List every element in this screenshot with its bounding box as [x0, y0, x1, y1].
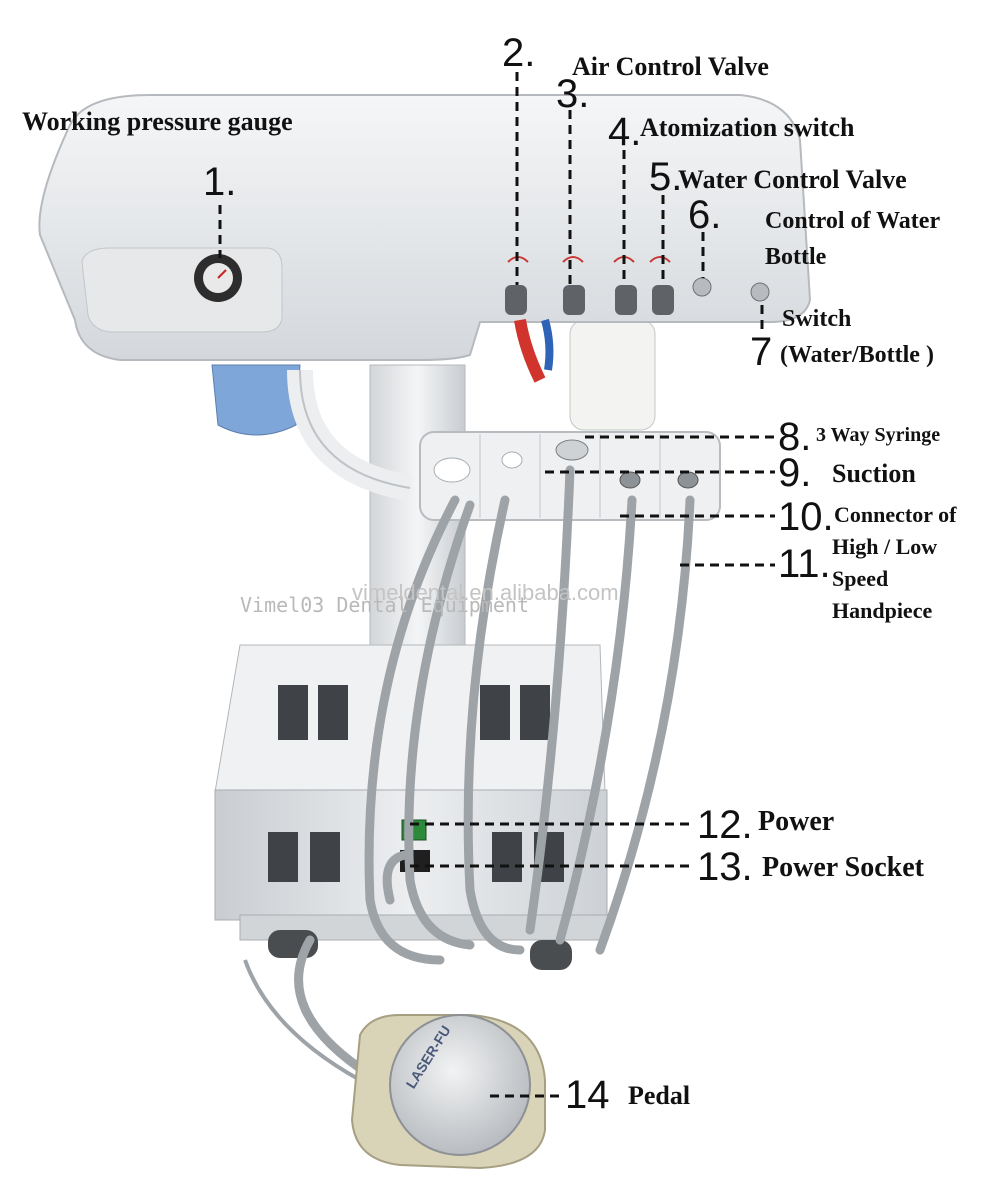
equipment: LASER-FU [38, 94, 812, 1170]
callout-13: 13. Power Socket [697, 845, 925, 889]
callout-11-label-line2: Speed [832, 566, 888, 591]
callout-1-label: Working pressure gauge [22, 107, 293, 136]
callout-7-label-line1: Switch [782, 306, 851, 332]
control-panel [505, 256, 770, 315]
callout-4: 4. Atomization switch [608, 110, 855, 154]
callout-8: 8. 3 Way Syringe [778, 415, 940, 459]
callout-3: 3. [556, 72, 589, 116]
callout-12-label: Power [758, 806, 834, 837]
callout-11-label-line1: High / Low [832, 534, 937, 559]
pedal-cable [243, 959, 361, 1082]
callout-2-label: Air Control Valve [572, 52, 769, 81]
callout-6-number: 6. [688, 193, 721, 237]
callout-9-label: Suction [832, 459, 916, 488]
callout-1-number: 1. [203, 160, 236, 204]
callout-1: Working pressure gauge 1. [22, 107, 293, 204]
hoses [294, 465, 695, 1080]
callout-12: 12. Power [697, 803, 834, 847]
callout-7-label-line2: (Water/Bottle ) [780, 342, 934, 368]
callout-10-label: Connector of [834, 502, 957, 527]
callout-12-number: 12. [697, 803, 753, 847]
callout-2: 2. Air Control Valve [502, 31, 769, 81]
blue-waste-bottle [211, 364, 301, 436]
clear-water-bottle [569, 319, 656, 431]
callout-7-number: 7 [750, 330, 772, 374]
blue-tube [541, 318, 554, 371]
callout-6: 6. Control of Water Bottle [688, 193, 940, 270]
callout-3-number: 3. [556, 72, 589, 116]
tray-recess [81, 247, 283, 333]
callout-9: 9. Suction [778, 451, 916, 495]
callout-leaders [218, 72, 775, 1098]
callout-4-label: Atomization switch [640, 113, 855, 142]
foot-pedal: LASER-FU [350, 1014, 546, 1170]
callout-14-number: 14 [565, 1073, 610, 1117]
callout-11: High / Low 11. Speed Handpiece [778, 534, 937, 623]
red-tube [514, 318, 546, 383]
callout-13-label: Power Socket [762, 852, 925, 883]
callout-4-number: 4. [608, 110, 641, 154]
callout-10: 10. Connector of [778, 495, 957, 539]
watermark-main: Vimel03 Dental Equipment [240, 593, 529, 617]
callout-11-label-line3: Handpiece [832, 598, 932, 623]
callout-9-number: 9. [778, 451, 811, 495]
callout-13-number: 13. [697, 845, 753, 889]
callout-10-number: 10. [778, 495, 834, 539]
callout-8-number: 8. [778, 415, 811, 459]
callout-2-number: 2. [502, 31, 535, 75]
callout-5-label: Water Control Valve [678, 165, 907, 194]
callout-14-label: Pedal [628, 1081, 690, 1110]
callout-11-number: 11. [778, 542, 831, 586]
callout-5-number: 5. [649, 155, 682, 199]
callout-6-label-line1: Control of Water [765, 208, 940, 234]
callout-6-label-line2: Bottle [765, 244, 827, 270]
callout-7: Switch 7 (Water/Bottle ) [750, 306, 934, 374]
callout-14: 14 Pedal [565, 1073, 690, 1117]
watermark-site: vimeldental.en.alibaba.com [352, 580, 619, 605]
callout-8-label: 3 Way Syringe [816, 424, 940, 446]
callout-5: 5. Water Control Valve [649, 155, 907, 199]
